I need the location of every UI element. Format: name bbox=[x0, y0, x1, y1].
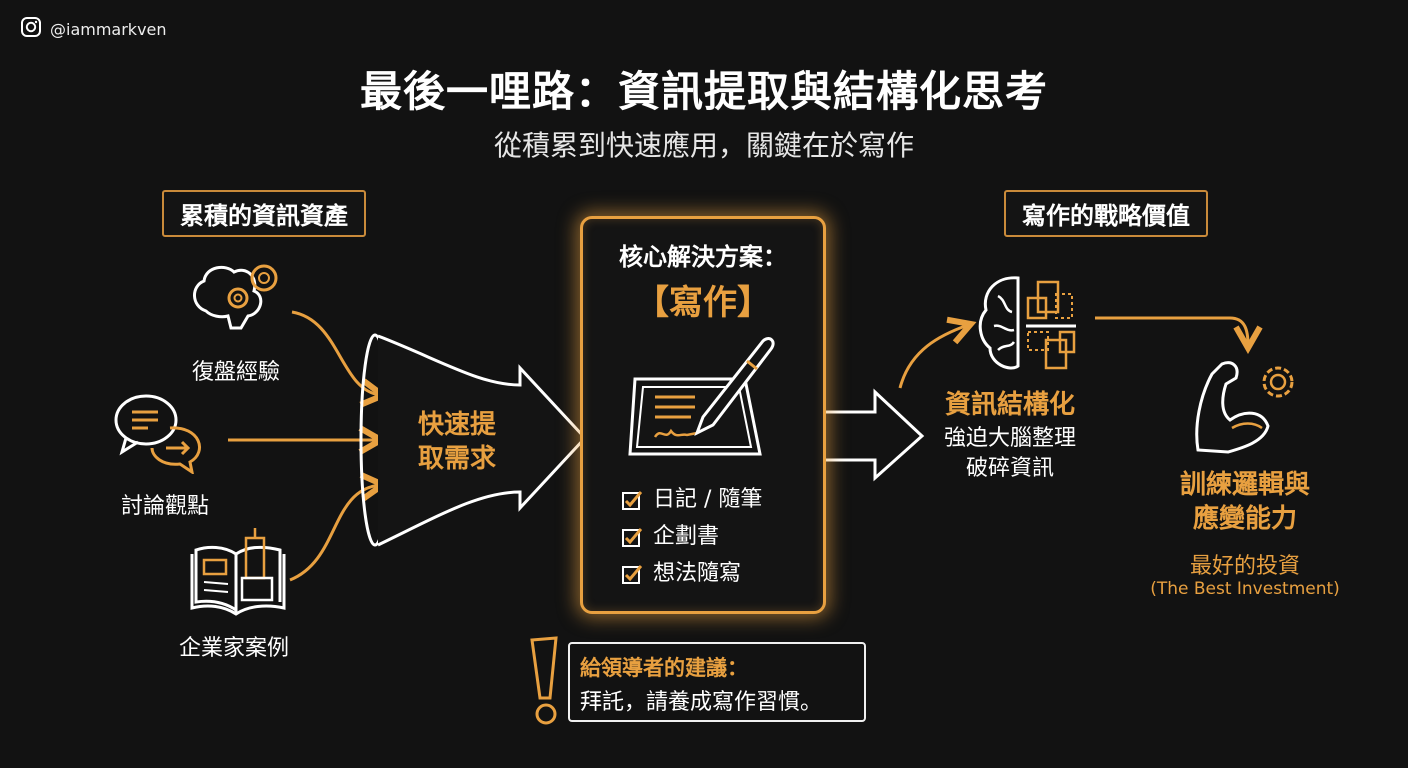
funnel-label-line1: 快速提 bbox=[418, 410, 497, 440]
exclamation-icon bbox=[528, 636, 562, 732]
checklist-label: 想法隨寫 bbox=[653, 561, 742, 586]
checklist-label: 日記 / 隨筆 bbox=[653, 487, 763, 512]
core-solution-card: 核心解決方案： 【寫作】 日記 / 隨筆 企劃書 想法隨寫 bbox=[580, 216, 826, 614]
advice-box: 給領導者的建議： 拜託，請養成寫作習慣。 bbox=[568, 642, 866, 722]
structure-desc-line2: 破碎資訊 bbox=[965, 456, 1054, 481]
structure-title: 資訊結構化 bbox=[944, 390, 1075, 420]
structure-desc-line1: 強迫大腦整理 bbox=[943, 426, 1076, 451]
handle-text: @iammarkven bbox=[50, 19, 167, 39]
training-title-line2: 應變能力 bbox=[1192, 504, 1297, 534]
instagram-icon bbox=[20, 16, 42, 42]
checklist-label: 企劃書 bbox=[653, 524, 720, 549]
brain-gears-icon bbox=[186, 256, 286, 350]
section-tag-strategic-value: 寫作的戰略價值 bbox=[1004, 190, 1208, 237]
checkbox-checked-icon bbox=[622, 564, 643, 584]
checkbox-checked-icon bbox=[622, 490, 643, 510]
checkbox-checked-icon bbox=[622, 527, 643, 547]
advice-heading: 給領導者的建議： bbox=[580, 656, 748, 680]
instagram-handle: @iammarkven bbox=[20, 16, 167, 42]
funnel-label-line2: 取需求 bbox=[418, 444, 497, 474]
page-title: 最後一哩路：資訊提取與結構化思考 bbox=[359, 67, 1048, 116]
brain-structure-icon bbox=[976, 274, 1082, 378]
section-tag-assets: 累積的資訊資產 bbox=[162, 190, 366, 237]
training-desc: 最好的投資 bbox=[1189, 554, 1300, 579]
item-label-review: 復盤經驗 bbox=[191, 360, 280, 385]
training-title: 訓練邏輯與 應變能力 bbox=[1160, 468, 1330, 536]
muscle-gear-icon bbox=[1192, 356, 1302, 460]
page-subtitle: 從積累到快速應用，關鍵在於寫作 bbox=[493, 129, 914, 162]
checklist: 日記 / 隨筆 企劃書 想法隨寫 bbox=[621, 481, 762, 592]
training-title-line1: 訓練邏輯與 bbox=[1179, 470, 1310, 500]
core-main: 【寫作】 bbox=[635, 283, 771, 323]
speech-bubbles-icon bbox=[112, 392, 212, 478]
training-desc-en: (The Best Investment) bbox=[1150, 579, 1340, 599]
funnel-label: 快速提 取需求 bbox=[418, 408, 496, 476]
checklist-item: 日記 / 隨筆 bbox=[621, 481, 762, 518]
item-label-discussion: 討論觀點 bbox=[120, 494, 209, 519]
core-title: 核心解決方案： bbox=[619, 243, 787, 271]
structure-desc: 強迫大腦整理 破碎資訊 bbox=[940, 424, 1080, 484]
tablet-pen-icon bbox=[625, 329, 785, 473]
advice-body: 拜託，請養成寫作習慣。 bbox=[580, 690, 823, 715]
checklist-item: 企劃書 bbox=[621, 518, 762, 555]
checklist-item: 想法隨寫 bbox=[621, 555, 762, 592]
item-label-entrepreneur-cases: 企業家案例 bbox=[178, 636, 289, 661]
book-building-icon bbox=[188, 524, 288, 620]
